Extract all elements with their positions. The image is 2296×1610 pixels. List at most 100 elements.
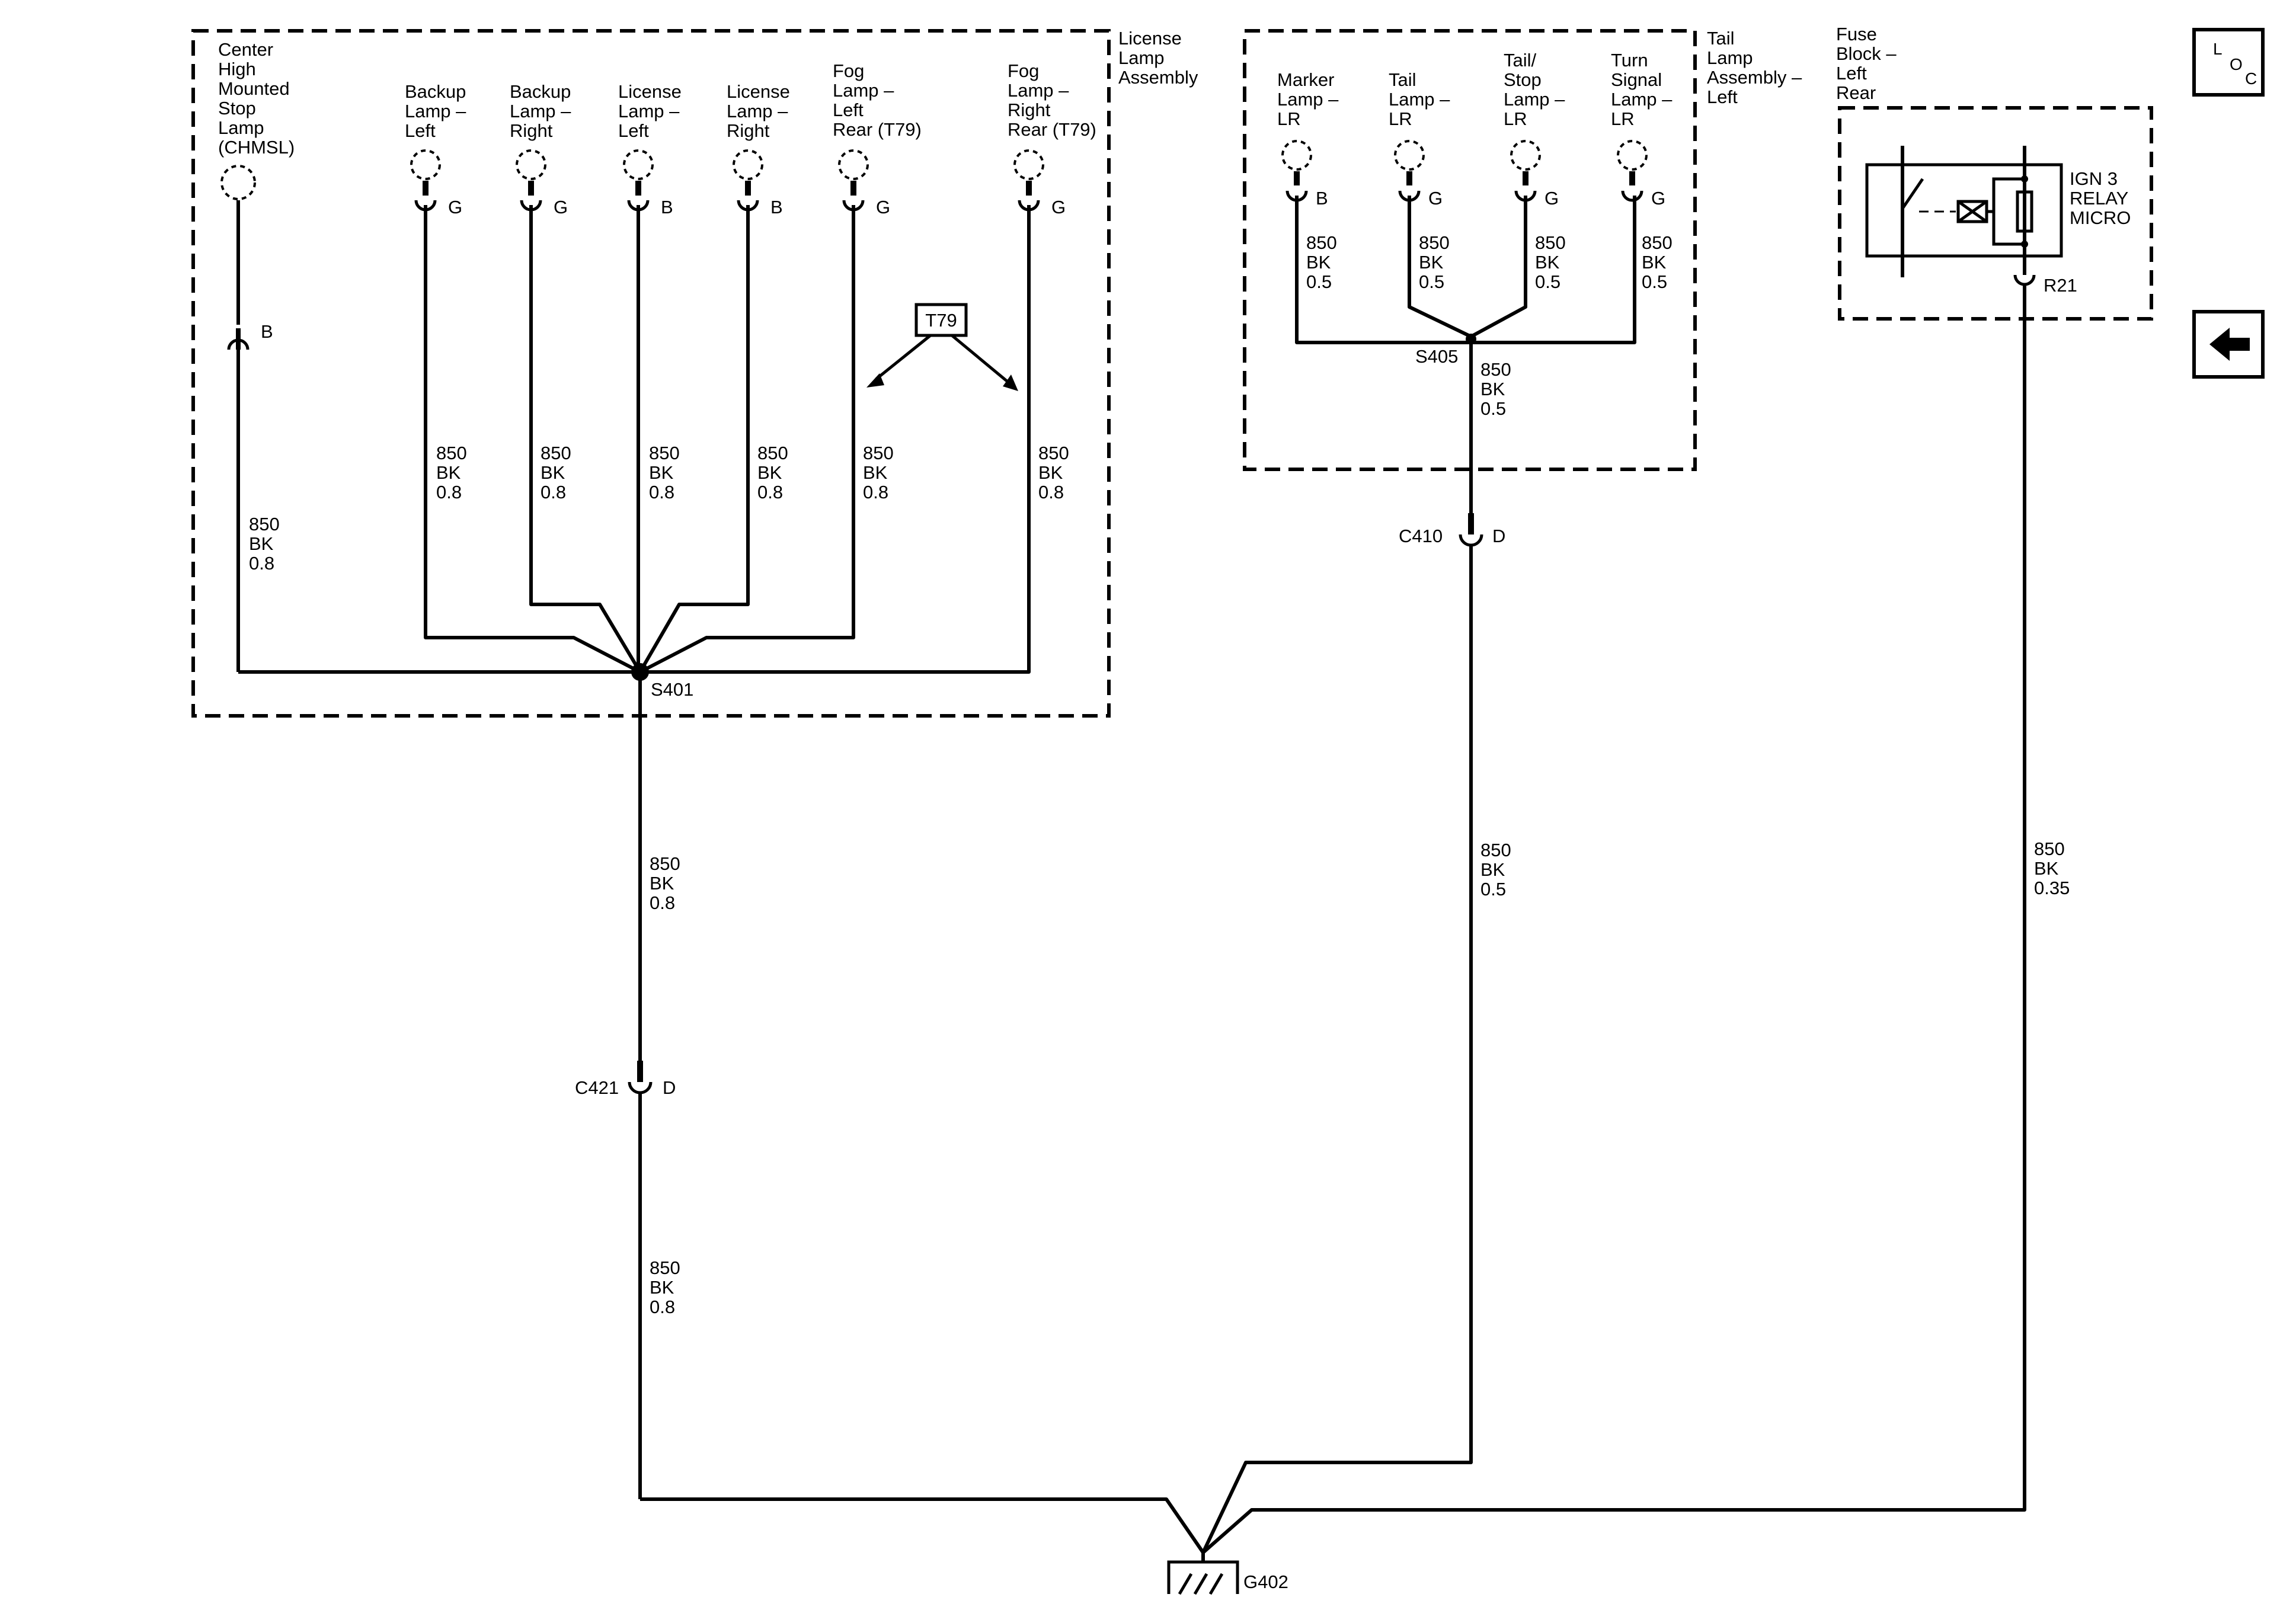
arrow-left-icon: [875, 334, 932, 380]
lamp-symbol-icon: [1617, 140, 1648, 171]
lamp-symbol-icon: [733, 149, 763, 180]
t79-option-tag: T79: [866, 303, 1018, 391]
wire-label-s405: 850 BK 0.5: [1480, 359, 1516, 419]
lamp-label-fog-right: Fog Lamp – Right Rear (T79): [1008, 60, 1096, 140]
wire-label-backup-left: 850 BK 0.8: [436, 443, 472, 502]
tail-lamp-assembly: Tail Lamp Assembly – Left Marker Lamp – …: [1243, 28, 1807, 471]
wire-label-tail-stop: 850 BK 0.5: [1535, 232, 1571, 292]
lamp-label-license-left: License Lamp – Left: [618, 81, 686, 141]
connector-pin-c421: D: [663, 1077, 676, 1098]
lamp-symbol-icon: [623, 149, 654, 180]
fog-lamp-left-rear: G 850 BK 0.8: [838, 149, 894, 502]
license-lamp-assembly-boundary: [191, 29, 1111, 718]
arrowhead-icon: [1003, 375, 1018, 391]
wire-label-tail: 850 BK 0.5: [1419, 232, 1454, 292]
back-button[interactable]: [2192, 310, 2265, 379]
connector-pin-icon: [637, 1061, 643, 1082]
fuse-block-left-rear: Fuse Block – Left Rear IGN 3 RELAY MICRO: [1836, 24, 2153, 321]
relay-label: IGN 3 RELAY MICRO: [2070, 168, 2133, 228]
pin-label: G: [1544, 188, 1559, 209]
lamp-label-backup-left: Backup Lamp – Left: [405, 81, 471, 141]
lamp-symbol-icon: [516, 149, 546, 180]
relay-switch-contact-icon: [1901, 178, 1924, 210]
connector-pin-icon: [1468, 513, 1474, 534]
connector-socket-icon: [2013, 274, 2036, 286]
pin-label: G: [1651, 188, 1665, 209]
ground-label: G402: [1243, 1571, 1288, 1592]
lamp-symbol-icon: [1281, 140, 1312, 171]
pin-label: G: [448, 197, 462, 217]
tail-lamp-lr: G 850 BK 0.5: [1394, 140, 1454, 292]
wire-label-turn-signal: 850 BK 0.5: [1642, 232, 1677, 292]
pin-label: G: [876, 197, 890, 217]
fuse-block-title: Fuse Block – Left Rear: [1836, 24, 1901, 103]
connector-pin-icon: [1026, 181, 1032, 196]
pin-label: B: [770, 197, 783, 217]
ground-g402: G402: [640, 1497, 1288, 1595]
license-lamp-left: B 850 BK 0.8: [623, 149, 685, 502]
pin-label: B: [261, 321, 273, 342]
relay-resistor-icon: [2016, 190, 2033, 233]
option-tag-box: [914, 303, 968, 337]
wire-label-marker: 850 BK 0.5: [1306, 232, 1342, 292]
connector-c410: C410 D 850 BK 0.5: [1201, 513, 1511, 1554]
chmsl-lamp: B 850 BK 0.8: [220, 165, 280, 672]
wire-label-s401-trunk: 850 BK 0.8: [650, 853, 685, 913]
connector-pin-icon: [635, 181, 641, 196]
ground-symbol-icon: [1167, 1560, 1239, 1594]
wire-label-license-left: 850 BK 0.8: [649, 443, 685, 502]
marker-lamp-lr: B 850 BK 0.5: [1281, 140, 1342, 292]
ign3-relay-micro: IGN 3 RELAY MICRO: [1865, 146, 2133, 277]
svg-text:C: C: [2245, 69, 2257, 88]
relay-body: [1865, 163, 2063, 258]
loc-button[interactable]: L O C: [2192, 28, 2265, 97]
connector-socket-icon: [628, 1081, 653, 1094]
arrow-right-icon: [951, 334, 1009, 383]
wire-label-r21: 850 BK 0.35: [2034, 838, 2070, 898]
connector-pin-icon: [1523, 171, 1528, 185]
svg-text:O: O: [2230, 55, 2243, 73]
connector-socket-icon: [1459, 534, 1483, 547]
connector-pin-icon: [236, 328, 241, 350]
backup-lamp-right: G 850 BK 0.8: [516, 149, 571, 502]
lamp-symbol-icon: [1394, 140, 1425, 171]
splice-label-s405: S405: [1415, 346, 1458, 367]
connector-pin-c410: D: [1492, 526, 1505, 546]
lamp-label-chmsl: Center High Mounted Stop Lamp (CHMSL): [218, 39, 295, 158]
connector-label-c421: C421: [575, 1077, 619, 1098]
license-assembly-wires: [238, 205, 1031, 674]
fuse-block-boundary: [1838, 106, 2153, 321]
tail-stop-lamp-lr: G 850 BK 0.5: [1510, 140, 1571, 292]
pin-label: G: [554, 197, 568, 217]
license-lamp-assembly-title: License Lamp Assembly: [1118, 28, 1198, 88]
lamp-symbol-icon: [220, 165, 256, 200]
s401-trunk: 850 BK 0.8: [638, 672, 685, 1061]
lamp-symbol-icon: [838, 149, 869, 180]
tail-lamp-assembly-title: Tail Lamp Assembly – Left: [1707, 28, 1807, 107]
tail-assembly-wires: [1295, 196, 1636, 344]
lamp-label-tail-lr: Tail Lamp – LR: [1389, 69, 1455, 129]
wire-label-c421-lower: 850 BK 0.8: [650, 1257, 685, 1317]
lamp-label-turn-signal-lr: Turn Signal Lamp – LR: [1611, 50, 1677, 129]
fuse-block-pin-r21: R21: [2044, 275, 2077, 296]
backup-lamp-left: G 850 BK 0.8: [410, 149, 472, 502]
connector-label-c410: C410: [1399, 526, 1443, 546]
turn-signal-lamp-lr: G 850 BK 0.5: [1617, 140, 1677, 292]
lamp-symbol-icon: [1013, 149, 1044, 180]
lamp-label-license-right: License Lamp – Right: [727, 81, 795, 141]
connector-socket-icon: [1621, 190, 1643, 202]
connector-pin-icon: [850, 181, 856, 196]
lamp-label-fog-left: Fog Lamp – Left Rear (T79): [833, 60, 922, 140]
lamp-label-backup-right: Backup Lamp – Right: [510, 81, 576, 141]
connector-pin-icon: [1294, 171, 1300, 185]
pin-label: B: [1316, 188, 1328, 209]
lamp-label-tail-stop-lr: Tail/ Stop Lamp – LR: [1504, 50, 1570, 129]
connector-pin-icon: [745, 181, 751, 196]
pin-label: B: [661, 197, 673, 217]
connector-pin-icon: [1629, 171, 1635, 185]
license-lamp-right: B 850 BK 0.8: [733, 149, 788, 502]
lamp-symbol-icon: [1510, 140, 1541, 171]
fog-lamp-right-rear: G 850 BK 0.8: [1013, 149, 1069, 502]
left-arrow-icon: [2209, 328, 2250, 361]
